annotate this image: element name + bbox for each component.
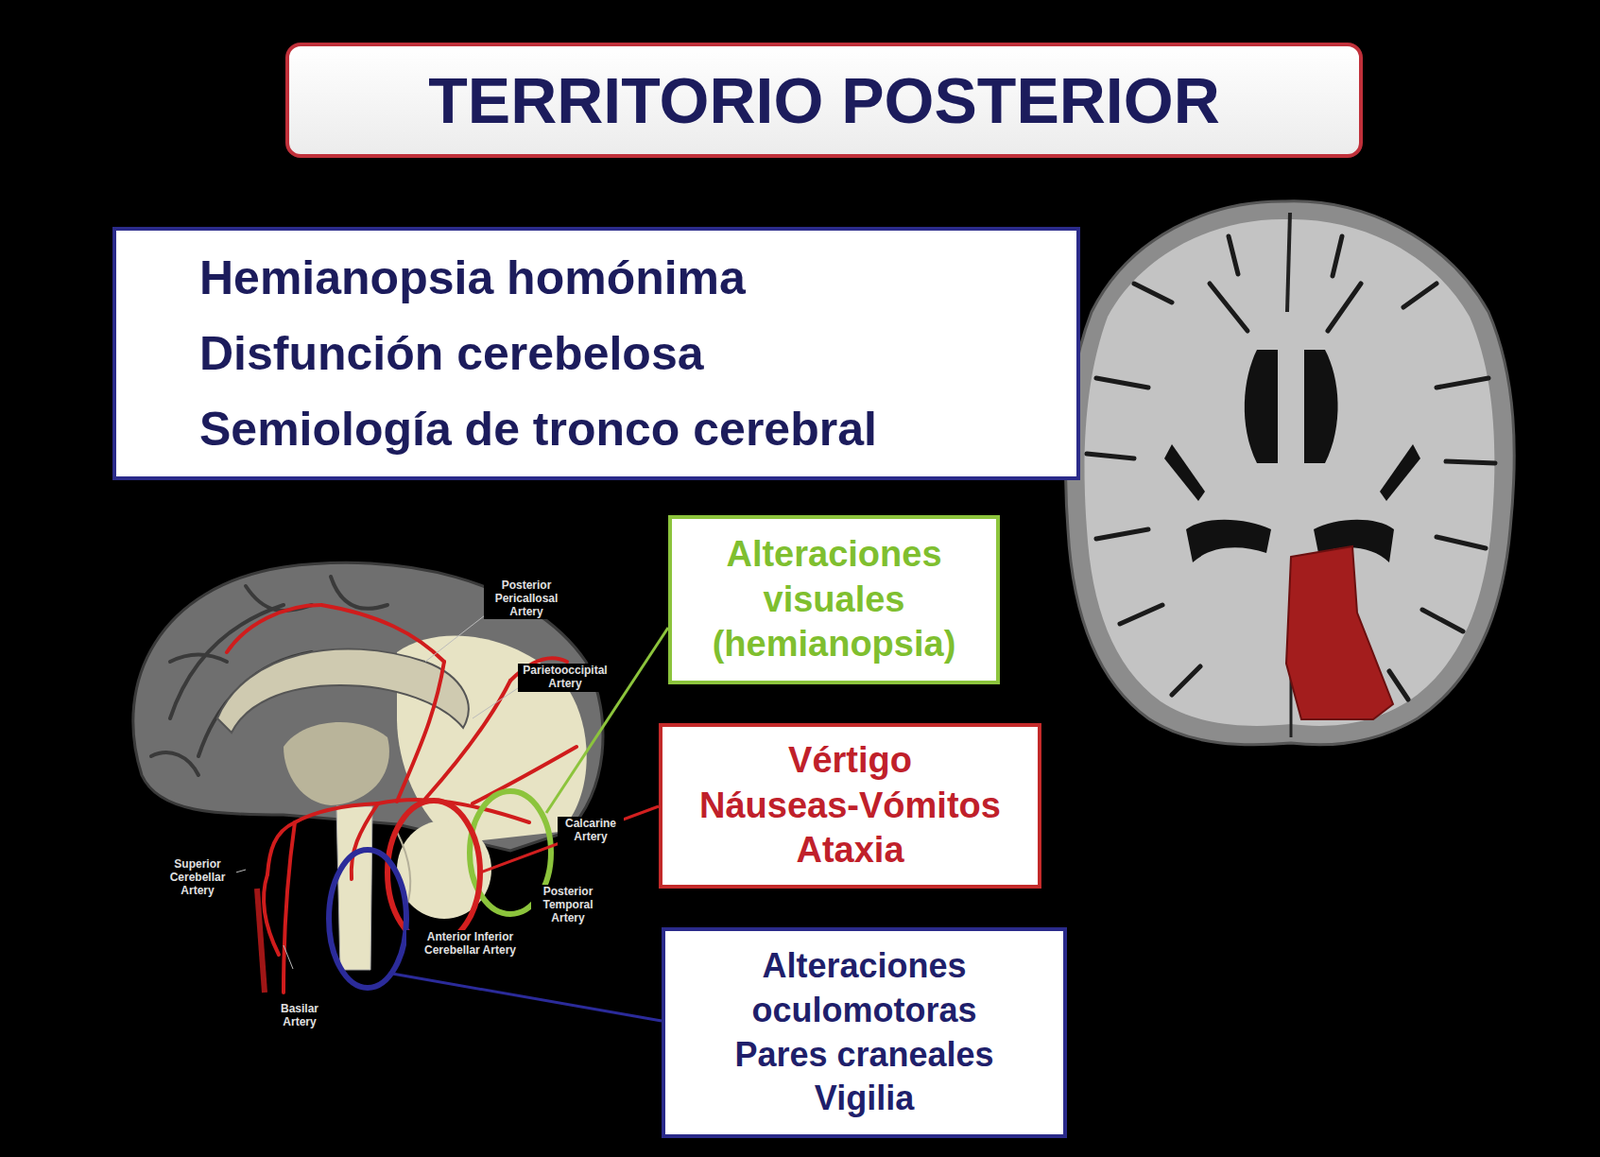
- leader-line: [480, 806, 659, 873]
- blue-circle: [328, 849, 407, 988]
- box-text: Vértigo: [675, 738, 1025, 784]
- box-text: Alteraciones visuales (hemianopsia): [685, 532, 983, 668]
- leader-line: [392, 973, 662, 1021]
- box-text: Vigilia: [678, 1076, 1050, 1121]
- title-banner: TERRITORIO POSTERIOR: [285, 42, 1363, 158]
- artery-label: Basilar Artery: [270, 1001, 329, 1031]
- artery-label: Parietooccipital Artery: [517, 663, 613, 692]
- visual-box: Alteraciones visuales (hemianopsia): [668, 515, 1000, 685]
- box-text: Pares craneales: [678, 1032, 1050, 1078]
- artery-label: Posterior Temporal Artery: [531, 884, 605, 926]
- box-text: Disfunción cerebelosa: [199, 315, 1058, 392]
- sagittal-brain: [133, 562, 603, 993]
- axial-brain: [1066, 201, 1515, 745]
- artery-label: Posterior Pericallosal Artery: [483, 578, 569, 620]
- box-text: Ataxia: [675, 827, 1025, 874]
- artery-label: Superior Cerebellar Artery: [158, 857, 237, 898]
- artery-label: Anterior Inferior Cerebellar Artery: [406, 929, 534, 959]
- leader-line: [546, 627, 669, 813]
- artery-label: Calcarine Artery: [557, 816, 624, 845]
- brainstem-box: Alteraciones oculomotorasPares craneales…: [661, 927, 1067, 1138]
- title-text: TERRITORIO POSTERIOR: [428, 63, 1220, 138]
- cerebellar-box: VértigoNáuseas-VómitosAtaxia: [658, 722, 1042, 889]
- box-text: Náuseas-Vómitos: [675, 783, 1025, 829]
- summary-box: Hemianopsia homónimaDisfunción cerebelos…: [112, 226, 1081, 481]
- red-circle: [387, 800, 481, 945]
- box-text: Alteraciones oculomotoras: [678, 944, 1050, 1033]
- box-text: Semiología de tronco cerebral: [199, 391, 1058, 467]
- pca-infarct: [1286, 546, 1394, 720]
- box-text: Hemianopsia homónima: [199, 240, 1058, 316]
